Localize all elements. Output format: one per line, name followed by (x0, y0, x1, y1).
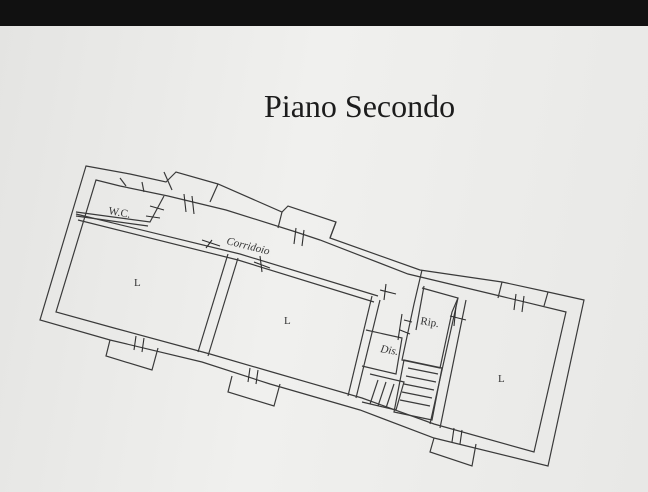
room-label-wc: W.C. (107, 205, 131, 221)
stair-box (393, 359, 443, 421)
wall-room1-room2-b (207, 257, 239, 357)
window-bay-wc (119, 177, 145, 193)
room-label-corridor: Corridoio (225, 235, 271, 257)
wall-wc-inner (75, 215, 149, 227)
wall-room2-stair-a (347, 295, 373, 397)
room-label-l1: L (134, 277, 141, 289)
room-label-l2: L (284, 315, 291, 327)
wall-room3-b (439, 299, 467, 429)
wall-wc (75, 195, 165, 223)
stair-steps (399, 367, 439, 407)
corridor-wall-a (75, 213, 379, 297)
room-label-dis: Dis. (378, 343, 399, 358)
wall-room1-room2-a (197, 253, 229, 353)
storage-inner (415, 285, 425, 331)
wall-room3-a (429, 297, 459, 425)
stair-landing (361, 373, 405, 411)
window-bay-bottom-2 (227, 375, 281, 407)
room-label-storage: Rip. (419, 315, 440, 330)
wall-room2-stair-b (355, 299, 381, 399)
window-bay-top-3 (497, 281, 549, 307)
plan-title: Piano Secondo (264, 88, 456, 124)
stair-rail (369, 379, 395, 409)
window-bay-bottom-1 (105, 339, 159, 371)
room-label-l3: L (498, 373, 505, 385)
window-bay-bottom-3 (429, 437, 477, 467)
monitor-bezel (0, 0, 648, 26)
door-marks (133, 193, 525, 445)
window-bay-top-1 (163, 171, 219, 203)
outer-wall-inner (55, 179, 567, 453)
dis-wall (361, 329, 403, 375)
window-bay-top-2 (277, 211, 337, 239)
